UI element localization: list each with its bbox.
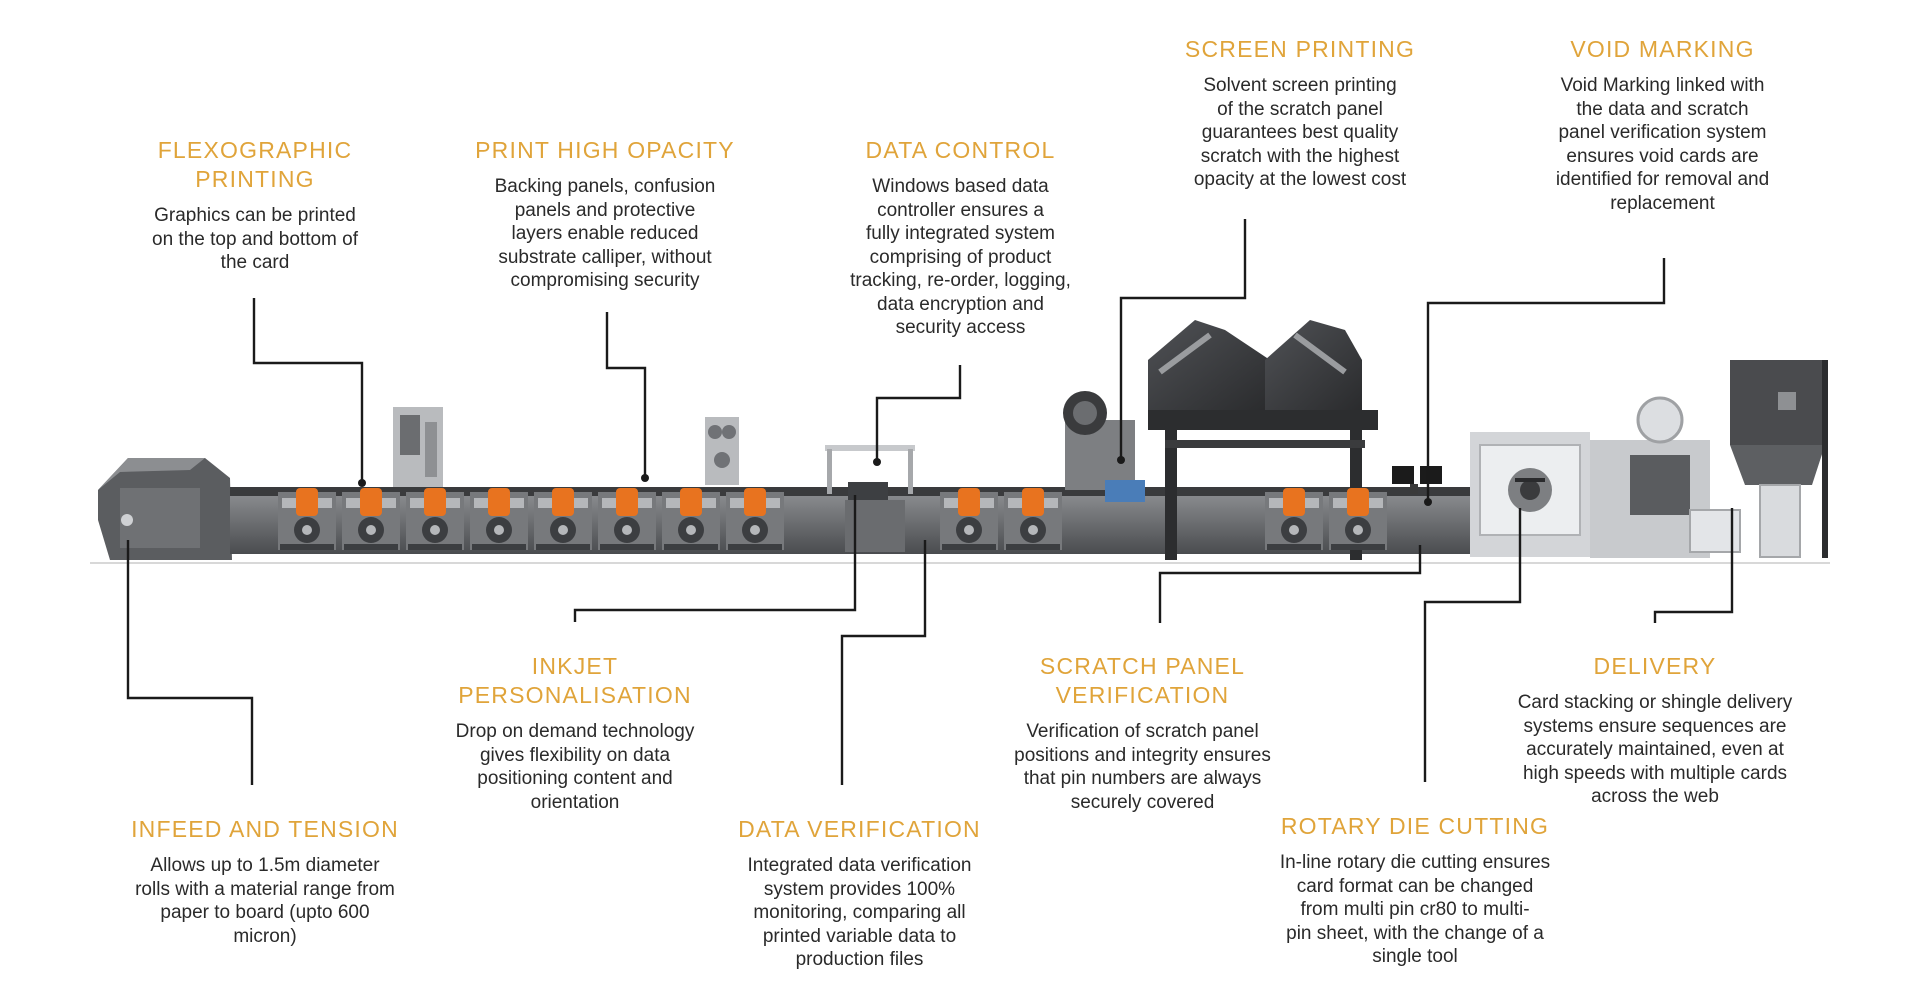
callout-void-marking: VOID MARKING Void Marking linked with th…	[1520, 35, 1805, 215]
callout-body: Graphics can be printed on the top and b…	[152, 205, 358, 273]
callout-title: VOID MARKING	[1570, 36, 1755, 62]
void-marking-monitors	[1392, 466, 1442, 494]
flexo-unit	[278, 488, 336, 550]
flexo-unit	[1329, 488, 1387, 550]
flexo-unit	[406, 488, 464, 550]
flexo-unit	[534, 488, 592, 550]
callout-body: Drop on demand technology gives flexibil…	[455, 721, 695, 813]
flexo-unit	[342, 488, 400, 550]
leader-datacontrol	[875, 365, 962, 462]
delivery-unit	[1590, 360, 1828, 558]
callout-body: Backing panels, confusion panels and pro…	[494, 176, 716, 291]
callout-title: SCRATCH PANEL VERIFICATION	[1039, 653, 1246, 708]
flexo-unit	[1265, 488, 1323, 550]
flexo-unit	[940, 488, 998, 550]
flexo-print-units-3	[1265, 488, 1387, 550]
callout-flexographic-printing: FLEXOGRAPHIC PRINTING Graphics can be pr…	[115, 136, 395, 275]
callout-title: DATA VERIFICATION	[738, 816, 981, 842]
callout-body: Solvent screen printing of the scratch p…	[1193, 75, 1407, 190]
die-cutting-unit	[1470, 432, 1590, 557]
leader-dots	[358, 456, 1432, 506]
callout-title: DATA CONTROL	[865, 137, 1056, 163]
callout-title: INFEED AND TENSION	[131, 816, 399, 842]
callout-body: Verification of scratch panel positions …	[1014, 721, 1271, 813]
leader-delivery	[1653, 508, 1734, 623]
flexo-print-units-2	[940, 488, 1062, 550]
callout-body: Windows based data controller ensures a …	[850, 176, 1071, 338]
callout-title: DELIVERY	[1593, 653, 1717, 679]
flexo-print-units	[278, 488, 784, 550]
callout-data-verification: DATA VERIFICATION Integrated data verifi…	[712, 815, 1007, 972]
callout-print-high-opacity: PRINT HIGH OPACITY Backing panels, confu…	[455, 136, 755, 293]
callout-delivery: DELIVERY Card stacking or shingle delive…	[1490, 652, 1820, 809]
callout-title: PRINT HIGH OPACITY	[475, 137, 735, 163]
callout-screen-printing: SCREEN PRINTING Solvent screen printing …	[1160, 35, 1440, 192]
callout-body: In-line rotary die cutting ensures card …	[1279, 852, 1551, 967]
callout-title: FLEXOGRAPHIC PRINTING	[157, 137, 353, 192]
callout-title: SCREEN PRINTING	[1184, 36, 1416, 62]
callout-scratch-panel-verification: SCRATCH PANEL VERIFICATION Verification …	[990, 652, 1295, 814]
flexo-unit	[470, 488, 528, 550]
leader-dataver	[840, 540, 927, 785]
uv-tower-1	[393, 407, 443, 487]
callout-inkjet-personalisation: INKJET PERSONALISATION Drop on demand te…	[425, 652, 725, 814]
flexo-unit	[662, 488, 720, 550]
callout-body: Void Marking linked with the data and sc…	[1555, 75, 1770, 214]
uv-tower-2	[705, 417, 739, 485]
callout-data-control: DATA CONTROL Windows based data controll…	[818, 136, 1103, 340]
leader-lines	[126, 219, 1734, 785]
leader-opacity	[605, 312, 647, 478]
flexo-unit	[726, 488, 784, 550]
callout-body: Integrated data verification system prov…	[747, 855, 972, 970]
infeed-unit	[98, 458, 232, 560]
callout-body: Card stacking or shingle delivery system…	[1517, 692, 1793, 807]
leader-inkjet	[573, 495, 857, 622]
leader-void	[1426, 258, 1666, 502]
leader-flexo	[252, 298, 364, 483]
flexo-unit	[598, 488, 656, 550]
callout-title: INKJET PERSONALISATION	[458, 653, 692, 708]
callout-body: Allows up to 1.5m diameter rolls with a …	[135, 855, 395, 947]
callout-rotary-die-cutting: ROTARY DIE CUTTING In-line rotary die cu…	[1250, 812, 1580, 969]
leader-scratchver	[1158, 545, 1422, 623]
leader-screen	[1119, 219, 1247, 460]
leader-rotary	[1423, 508, 1522, 782]
flexo-unit	[1004, 488, 1062, 550]
leader-infeed	[126, 540, 254, 785]
callout-title: ROTARY DIE CUTTING	[1280, 813, 1550, 839]
screen-printing-station	[1063, 320, 1378, 560]
callout-infeed-and-tension: INFEED AND TENSION Allows up to 1.5m dia…	[105, 815, 425, 948]
